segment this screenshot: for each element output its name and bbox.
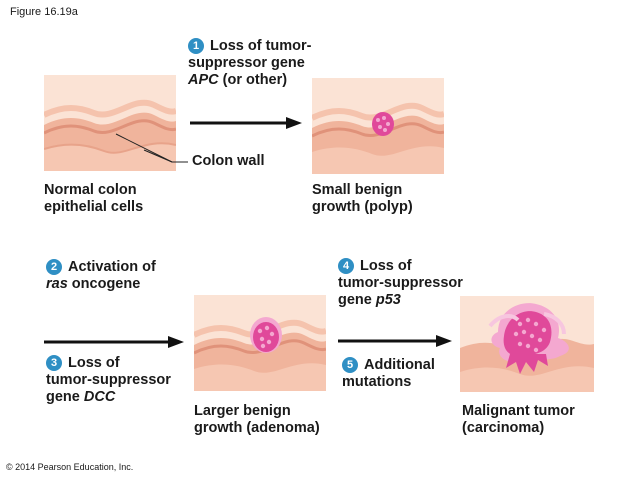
step-5-badge: 5 (342, 357, 358, 373)
callout-line (115, 133, 188, 163)
arrow-2 (44, 336, 184, 348)
copyright: © 2014 Pearson Education, Inc. (6, 462, 134, 472)
callout-colon-wall: Colon wall (192, 153, 265, 169)
step-4-badge: 4 (338, 258, 354, 274)
step-3-badge: 3 (46, 355, 62, 371)
polyp-illustration (312, 78, 444, 174)
normal-colon-illustration (44, 75, 176, 171)
step-2-badge: 2 (46, 259, 62, 275)
arrow-1 (190, 117, 302, 129)
arrow-3 (338, 335, 452, 347)
step-1-badge: 1 (188, 38, 204, 54)
stage-carcinoma-label: Malignant tumor(carcinoma) (462, 403, 575, 436)
carcinoma-illustration (460, 296, 594, 392)
adenoma-illustration (194, 295, 326, 391)
figure-label: Figure 16.19a (10, 6, 78, 18)
